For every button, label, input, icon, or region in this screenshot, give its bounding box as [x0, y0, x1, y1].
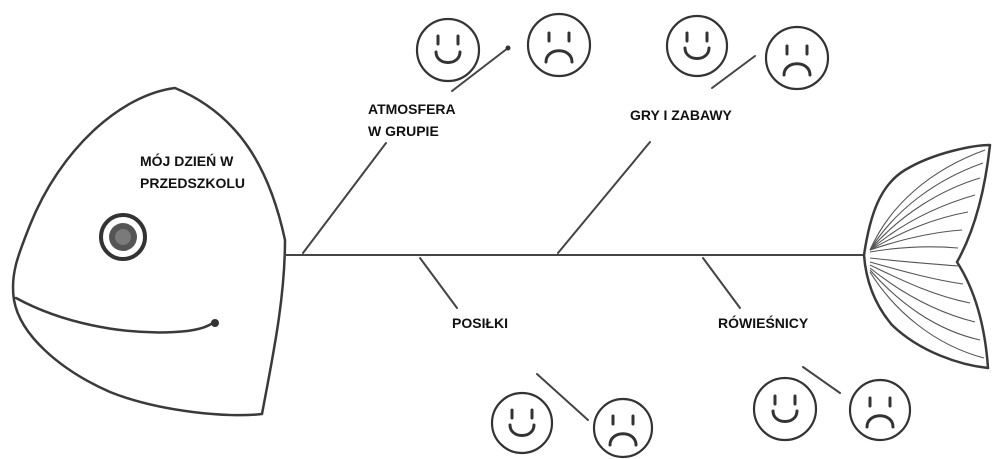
fish-head — [11, 86, 287, 417]
smiley-face-icon — [415, 17, 481, 83]
category-label-line-1: RÓWIEŚNICY — [718, 315, 809, 331]
category-label-line-1: ATMOSFERA — [368, 101, 456, 117]
smiley-face-icon — [665, 14, 729, 78]
frowning-face-icon — [592, 397, 654, 459]
category-label-gry: GRY I ZABAWY — [630, 104, 732, 126]
frowning-face-icon — [526, 12, 592, 78]
face-pair-posilki — [490, 391, 654, 459]
connector-atmosfera — [451, 47, 509, 92]
head-label-line-1: MÓJ DZIEŃ W — [140, 153, 234, 169]
head-label-line-2: PRZEDSZKOLU — [140, 175, 245, 191]
head-label: MÓJ DZIEŃ W PRZEDSZKOLU — [140, 150, 245, 194]
frowning-face-icon — [848, 378, 912, 442]
category-label-posilki: POSIŁKI — [452, 312, 508, 334]
face-pair-atmosfera — [415, 12, 592, 83]
category-label-line-1: GRY I ZABAWY — [630, 107, 732, 123]
frowning-face-icon — [764, 25, 830, 91]
category-label-atmosfera: ATMOSFERA W GRUPIE — [368, 98, 456, 142]
fish-eye-icon — [99, 213, 147, 261]
connector-atmosfera-dot — [505, 45, 511, 51]
face-pair-gry — [665, 14, 830, 91]
fish-mouth — [14, 296, 216, 334]
bone-rowiesnicy — [702, 257, 741, 309]
connector-rowiesnicy — [802, 366, 841, 394]
category-label-line-1: POSIŁKI — [452, 315, 509, 331]
smiley-face-icon — [490, 391, 554, 455]
fish-mouth-dot — [211, 319, 219, 327]
bone-posilki — [419, 257, 458, 309]
fish-tail — [862, 143, 992, 370]
category-label-line-2: W GRUPIE — [368, 123, 439, 139]
category-label-rowiesnicy: RÓWIEŚNICY — [718, 312, 808, 334]
connector-gry — [711, 55, 756, 89]
smiley-face-icon — [752, 376, 818, 442]
bone-gry — [557, 141, 651, 254]
bone-atmosfera — [302, 142, 387, 254]
face-pair-rowiesnicy — [752, 376, 912, 442]
connector-posilki — [536, 373, 589, 421]
